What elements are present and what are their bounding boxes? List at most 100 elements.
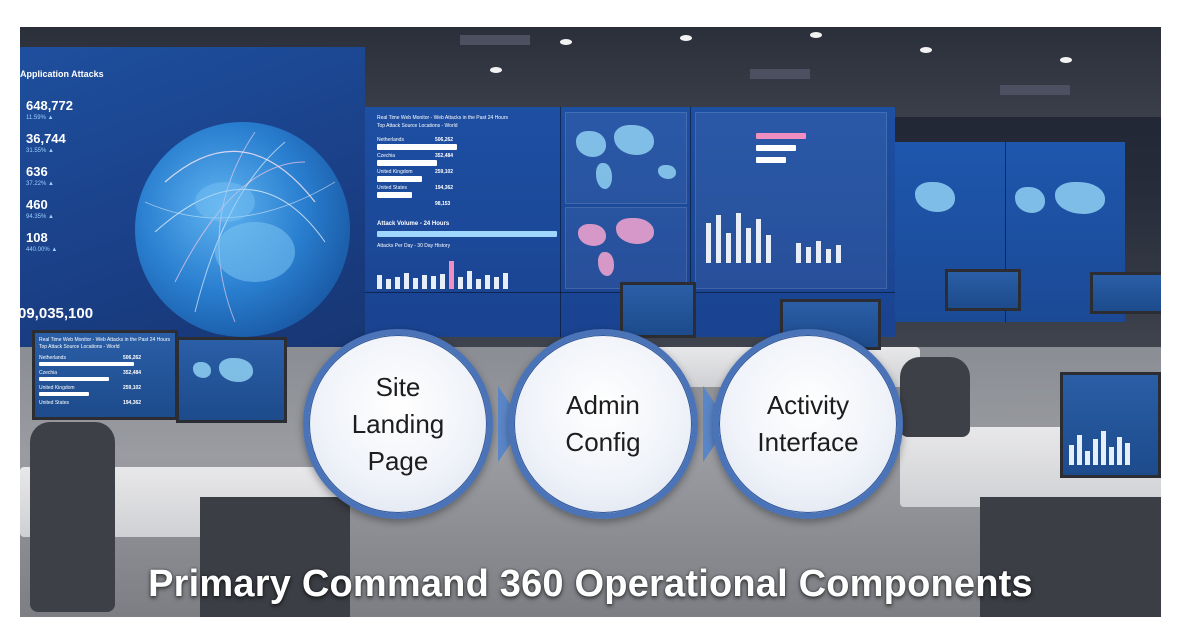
attack-stat-change: 37.22% ▲ <box>26 181 54 187</box>
attack-stat-change: 94.35% ▲ <box>26 214 54 220</box>
ceiling-vent <box>1000 85 1070 95</box>
chart-bar <box>1093 439 1098 465</box>
desk-monitor <box>1090 272 1161 314</box>
map-continent <box>576 131 606 157</box>
map-continent <box>598 252 614 276</box>
chart-bar <box>1077 435 1082 465</box>
chart-bar <box>485 275 490 289</box>
location-label: United States <box>39 400 70 406</box>
flow-step-label: Activity Interface <box>757 390 859 457</box>
desk-monitor: Real Time Web Monitor - Web Attacks in t… <box>32 330 178 420</box>
location-label: United States <box>377 185 408 191</box>
chart-bar <box>494 277 499 289</box>
chart-bar <box>1125 443 1130 465</box>
flow-step-site-landing-page: Site Landing Page <box>303 329 493 519</box>
chart-bar <box>440 274 445 289</box>
attack-stat-change: 11.59% ▲ <box>26 115 54 121</box>
video-wall-middle-screen: Real Time Web Monitor - Web Attacks in t… <box>365 107 895 337</box>
chart-bar <box>404 273 409 289</box>
video-wall-left-screen: Application Attacks 648,772 11.59% ▲ 36,… <box>20 47 365 347</box>
office-chair <box>900 357 970 437</box>
chart-bar <box>706 223 711 263</box>
chart-bar <box>476 279 481 289</box>
location-bar <box>39 377 109 381</box>
attack-stat-value: 636 <box>26 164 48 179</box>
monitor-header: Real Time Web Monitor - Web Attacks in t… <box>377 115 508 121</box>
location-bar <box>377 160 437 166</box>
flow-step-admin-config: Admin Config <box>508 329 698 519</box>
map-continent <box>614 125 654 155</box>
monitor-subheader: Top Attack Source Locations - World <box>377 123 458 129</box>
location-bar <box>377 144 457 150</box>
map-continent <box>1055 182 1105 214</box>
chart-bar <box>746 228 751 263</box>
ceiling-light <box>680 35 692 41</box>
ceiling-light <box>1060 57 1072 63</box>
flow-step-label: Admin Config <box>565 390 641 457</box>
desk-monitor <box>620 282 696 338</box>
chart-bar <box>377 275 382 289</box>
chart-bar <box>413 278 418 289</box>
location-label: United Kingdom <box>377 169 413 175</box>
attack-stat-change: 31.55% ▲ <box>26 148 54 154</box>
chart-bar <box>1117 437 1122 465</box>
chart-bar <box>796 243 801 263</box>
attack-volume-title: Attack Volume - 24 Hours <box>377 221 450 227</box>
chart-bar <box>1085 451 1090 465</box>
attack-stat-change: 440.00% ▲ <box>26 247 58 253</box>
total-attacks-count: 09,035,100 <box>20 305 94 322</box>
location-value: 194,362 <box>435 185 454 191</box>
video-wall: Application Attacks 648,772 11.59% ▲ 36,… <box>20 47 1161 347</box>
flow-step-activity-interface: Activity Interface <box>713 329 903 519</box>
ceiling-light <box>920 47 932 53</box>
ceiling-vent <box>750 69 810 79</box>
location-value: 352,484 <box>435 153 454 159</box>
location-bar <box>377 176 422 182</box>
ceiling-vent <box>460 35 530 45</box>
chart-bar <box>836 245 841 263</box>
desk-cabinet <box>980 497 1161 617</box>
chart-bar <box>716 215 721 263</box>
screen-seam <box>690 107 691 337</box>
map-continent <box>1015 187 1045 213</box>
screen-seam <box>1005 142 1006 322</box>
chart-bar <box>826 249 831 263</box>
location-label: Netherlands <box>39 355 66 361</box>
location-label: Netherlands <box>377 137 404 143</box>
screen-seam <box>560 107 561 337</box>
chart-bar <box>467 271 472 289</box>
monitor-subheader: Top Attack Source Locations - World <box>39 344 120 350</box>
attack-stat-value: 36,744 <box>26 131 66 146</box>
ceiling-light <box>810 32 822 38</box>
desk-monitor <box>1060 372 1161 478</box>
chart-bar <box>756 219 761 263</box>
desk-monitor <box>945 269 1021 311</box>
location-label: United Kingdom <box>39 385 75 391</box>
map-continent <box>658 165 676 179</box>
photo-frame: Application Attacks 648,772 11.59% ▲ 36,… <box>20 27 1161 617</box>
analytics-bar <box>756 145 796 151</box>
chart-bar <box>395 277 400 289</box>
chart-bar <box>449 261 454 289</box>
attacks-per-day-title: Attacks Per Day - 30 Day History <box>377 243 451 249</box>
map-continent <box>219 358 253 382</box>
location-value: 259,102 <box>123 385 142 391</box>
attack-arcs-graphic <box>144 131 336 323</box>
world-map-panel <box>565 207 687 289</box>
chart-bar <box>766 235 771 263</box>
chart-bar <box>1109 447 1114 465</box>
desk-monitor-screen <box>1063 375 1158 475</box>
attacks-per-day-bars <box>377 255 557 289</box>
desk-monitor <box>176 337 287 423</box>
desk-monitor-screen <box>179 340 284 420</box>
desk-monitor-screen <box>948 272 1018 308</box>
map-continent <box>578 224 606 246</box>
chart-bar <box>503 273 508 289</box>
analytics-bar <box>756 133 806 139</box>
application-attacks-title: Application Attacks <box>20 69 104 79</box>
analytics-panel <box>695 112 887 289</box>
chart-bar <box>386 279 391 289</box>
world-map-panel <box>565 112 687 204</box>
location-value: 98,153 <box>435 201 451 207</box>
desk-monitor-screen <box>1093 275 1161 311</box>
